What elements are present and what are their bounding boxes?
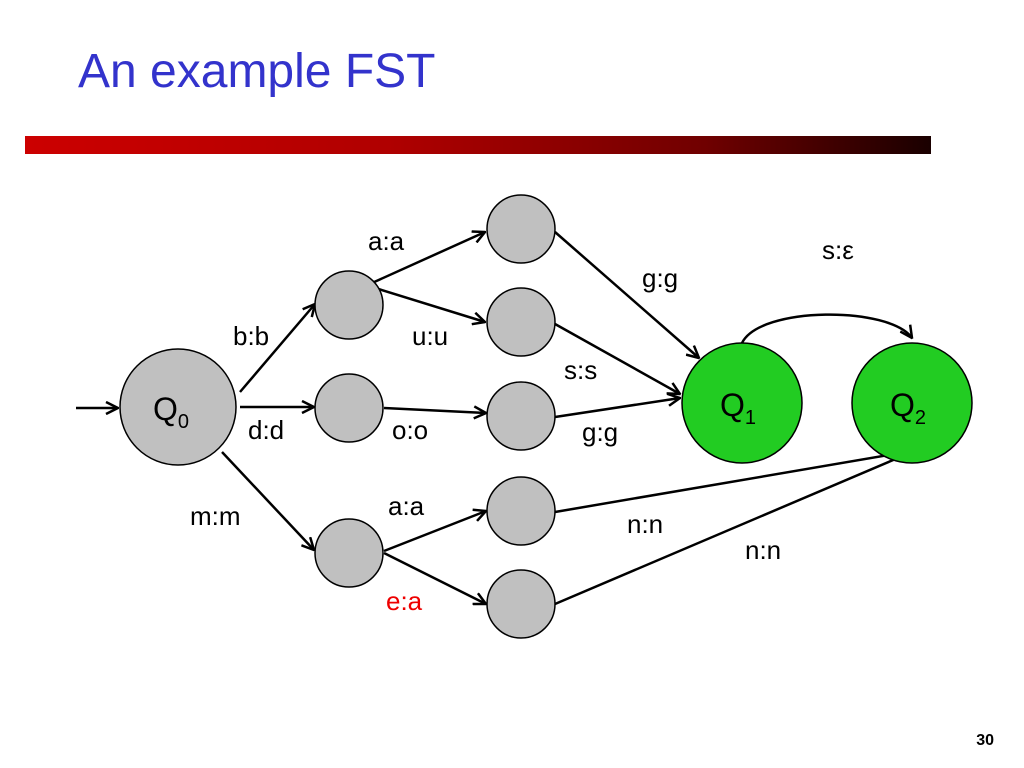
- state-b: [314, 270, 384, 340]
- edge-d-do: [383, 408, 486, 413]
- edge-b-ba: [371, 232, 485, 285]
- edge-m-me: [383, 551, 486, 604]
- label-s-s: s:s: [564, 355, 597, 385]
- state-q1: [681, 342, 803, 464]
- label-n-n-a: n:n: [627, 509, 663, 539]
- state-ba: [486, 194, 556, 264]
- label-u-u: u:u: [412, 321, 448, 351]
- label-m-m: m:m: [190, 501, 241, 531]
- state-q0-label: Q0: [153, 391, 189, 433]
- state-bu: [486, 287, 556, 357]
- label-d-d: d:d: [248, 415, 284, 445]
- label-e-a: e:a: [386, 586, 423, 616]
- state-d: [314, 373, 384, 443]
- label-b-b: b:b: [233, 321, 269, 351]
- title-underline-bar: [25, 136, 931, 154]
- edge-do-q1: [554, 398, 680, 419]
- state-q2-label: Q2: [890, 387, 926, 429]
- edge-q0-m: [221, 451, 314, 550]
- state-m: [314, 518, 384, 588]
- state-me: [486, 569, 556, 639]
- label-a-a-bottom: a:a: [388, 491, 425, 521]
- state-q1-label: Q1: [720, 387, 756, 429]
- slide-number: 30: [976, 732, 994, 749]
- slide-title: An example FST: [78, 45, 436, 98]
- label-a-a-top: a:a: [368, 226, 405, 256]
- edge-bu-q1: [554, 322, 680, 394]
- label-g-g-mid: g:g: [582, 417, 618, 447]
- edge-ma-q2: [554, 451, 912, 514]
- edge-me-q2: [554, 452, 912, 606]
- edge-q1-q2: [740, 313, 912, 344]
- edge-q0-b: [239, 304, 315, 393]
- state-q2: [851, 342, 973, 464]
- edge-m-ma: [383, 511, 486, 553]
- state-do: [486, 381, 556, 451]
- state-ma: [486, 476, 556, 546]
- label-n-n-e: n:n: [745, 535, 781, 565]
- label-s-epsilon: s:ε: [822, 235, 854, 265]
- label-o-o: o:o: [392, 415, 428, 445]
- edge-b-bu: [371, 285, 485, 322]
- state-q0: [119, 348, 237, 466]
- edge-ba-q1: [554, 231, 699, 358]
- label-g-g-top: g:g: [642, 263, 678, 293]
